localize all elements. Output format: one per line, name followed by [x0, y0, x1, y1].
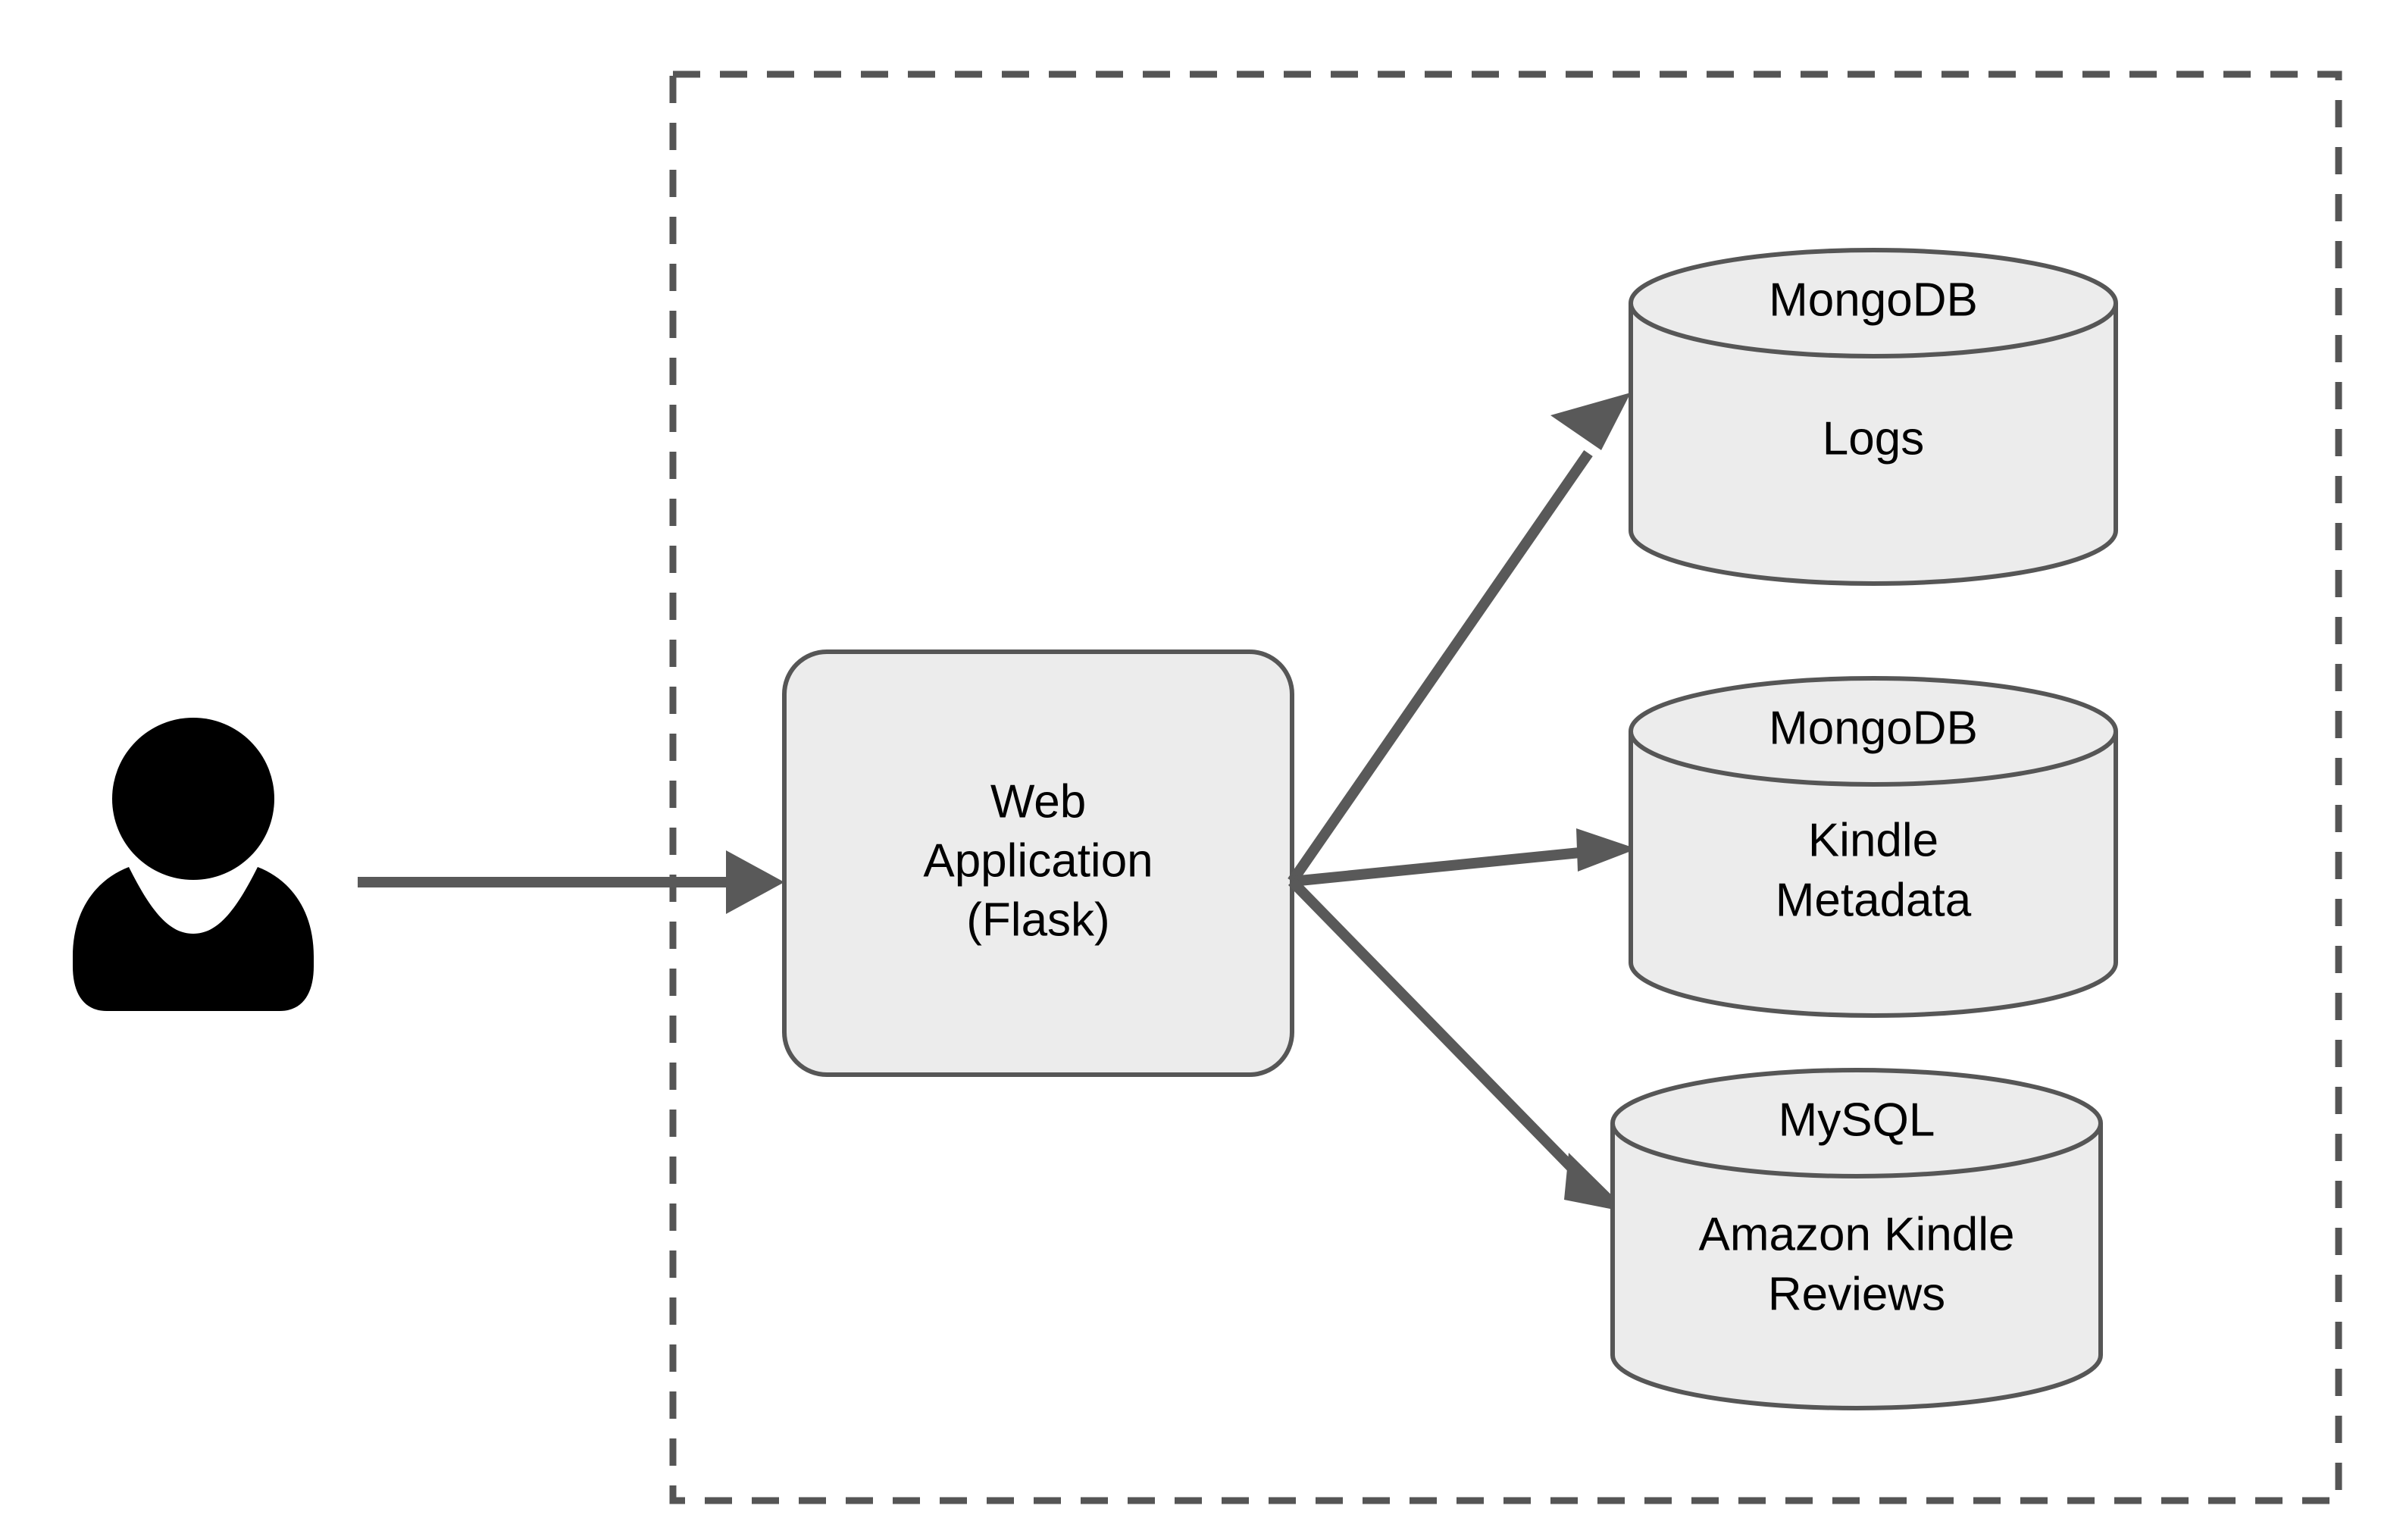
- mongodb-kindle-metadata-content-label-line2: Metadata: [1776, 874, 1972, 926]
- edge-webapp-to-mongodb-logs-arrowhead: [1550, 393, 1631, 450]
- edge-user-to-webapp: [358, 850, 784, 914]
- edge-webapp-to-mongodb-kindle-metadata-arrowhead: [1576, 828, 1637, 872]
- mongodb-kindle-metadata-cylinder-top-outline: [1629, 676, 2118, 787]
- mysql-amazon-kindle-reviews-content-label-line2: Reviews: [1768, 1268, 1945, 1320]
- mongodb-logs-cylinder-body: [1631, 303, 2116, 584]
- mongodb-logs-content-label-line1: Logs: [1823, 412, 1924, 465]
- edge-user-to-webapp-arrowhead: [726, 850, 784, 914]
- mongodb-kindle-metadata-engine-label: MongoDB: [1769, 702, 1978, 754]
- mongodb-kindle-metadata-cylinder-body: [1631, 731, 2116, 1016]
- mongodb-kindle-metadata-cylinder-body-outline: [1629, 731, 2118, 1018]
- web-application-box-fill: [784, 652, 1292, 1075]
- mysql-amazon-kindle-reviews-content-label-line1: Amazon Kindle: [1698, 1208, 2014, 1260]
- web-application-label-line1: Web: [990, 775, 1086, 828]
- mysql-amazon-kindle-reviews-cylinder-body: [1613, 1123, 2101, 1408]
- mongodb-kindle-metadata-cylinder-top-fill: [1631, 678, 2116, 784]
- web-application-label-line2: Application: [923, 834, 1153, 887]
- mongodb-logs-cylinder-top-fill: [1631, 250, 2116, 356]
- web-application-label-line3: (Flask): [966, 894, 1109, 946]
- mongodb-logs-engine-label: MongoDB: [1769, 274, 1978, 326]
- edge-webapp-to-mysql-reviews-line: [1288, 878, 1585, 1180]
- mongodb-logs[interactable]: MongoDB Logs: [1629, 248, 2118, 586]
- edge-webapp-to-mongodb-logs: [1288, 393, 1631, 884]
- mysql-amazon-kindle-reviews-cylinder-top-fill: [1613, 1070, 2101, 1176]
- mysql-amazon-kindle-reviews-engine-label: MySQL: [1779, 1094, 1935, 1146]
- mongodb-logs-cylinder-body-outline: [1629, 303, 2118, 586]
- mongodb-kindle-metadata-content-label-line1: Kindle: [1808, 814, 1938, 866]
- edge-webapp-to-mongodb-kindle-metadata-line: [1291, 847, 1581, 887]
- edge-webapp-to-mongodb-logs-line: [1288, 450, 1593, 884]
- web-application-node[interactable]: Web Application (Flask): [782, 649, 1294, 1077]
- web-application-box-outline: [782, 649, 1294, 1077]
- mongodb-kindle-metadata[interactable]: MongoDB Kindle Metadata: [1629, 676, 2118, 1018]
- person-icon-head: [112, 718, 274, 880]
- edge-webapp-to-mysql-reviews: [1288, 878, 1629, 1213]
- person-icon-neck-gap: [83, 688, 304, 909]
- user-actor[interactable]: [73, 688, 314, 1011]
- mysql-amazon-kindle-reviews-cylinder-body-outline: [1610, 1123, 2103, 1410]
- mysql-amazon-kindle-reviews-cylinder-top-outline: [1610, 1068, 2103, 1178]
- system-boundary: [669, 70, 2342, 1504]
- person-icon-body: [73, 867, 314, 1011]
- mysql-amazon-kindle-reviews[interactable]: MySQL Amazon Kindle Reviews: [1610, 1068, 2103, 1410]
- edge-webapp-to-mongodb-kindle-metadata: [1291, 828, 1637, 887]
- mongodb-logs-cylinder-top-outline: [1629, 248, 2118, 358]
